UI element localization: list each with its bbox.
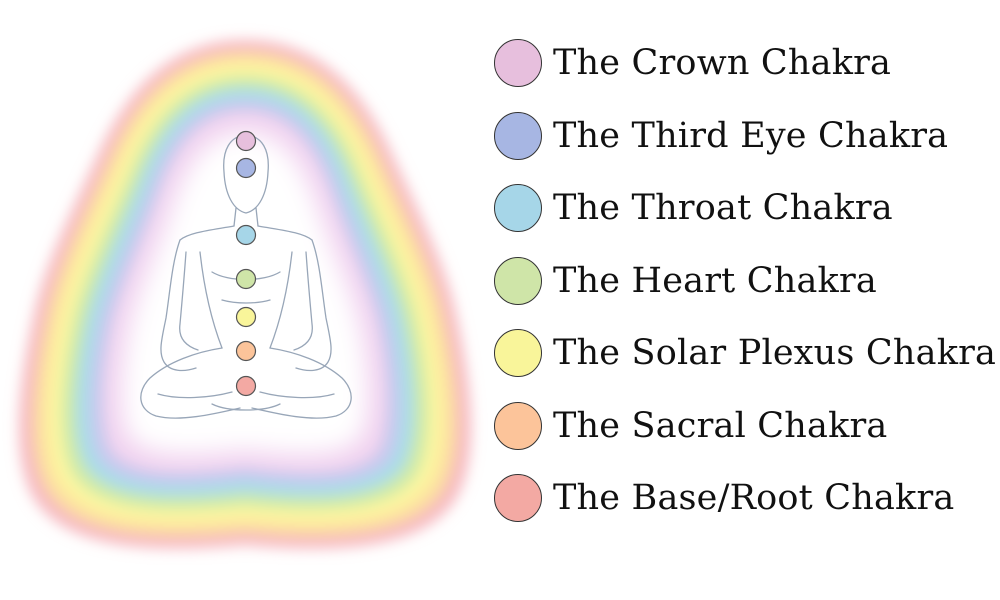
chakra-point-heart: [235, 268, 257, 290]
legend-item-solar-plexus: The Solar Plexus Chakra: [494, 326, 1000, 380]
legend-swatch: [494, 39, 542, 87]
head-outline: [223, 134, 269, 214]
shoulders-outline: [179, 225, 313, 241]
chakra-legend: The Crown Chakra The Third Eye Chakra Th…: [494, 36, 1000, 544]
legend-swatch: [494, 111, 542, 160]
legend-label: The Base/Root Chakra: [553, 478, 955, 518]
neck-outline: [233, 207, 259, 227]
legend-label: The Crown Chakra: [553, 43, 892, 83]
legend-item-throat: The Throat Chakra: [494, 181, 1000, 235]
legend-label: The Solar Plexus Chakra: [553, 333, 997, 373]
legend-swatch: [494, 474, 542, 522]
legend-swatch: [494, 184, 542, 232]
legend-item-base-root: The Base/Root Chakra: [494, 471, 1000, 525]
chakra-point-base-root: [235, 375, 257, 397]
legend-label: The Heart Chakra: [553, 260, 877, 301]
aura-inner-glow: [121, 132, 369, 455]
feet-outline: [211, 403, 281, 411]
chakra-point-third-eye: [235, 157, 257, 179]
aura-figure: [19, 40, 471, 549]
legend-label: The Sacral Chakra: [553, 405, 888, 446]
torso-outline: [199, 251, 293, 349]
legend-item-third-eye: The Third Eye Chakra: [494, 109, 1000, 163]
chakra-points: [235, 130, 257, 397]
legend-item-heart: The Heart Chakra: [494, 254, 1000, 308]
left-arm-outline: [160, 239, 199, 372]
chakra-point-solar-plexus: [235, 306, 257, 328]
right-arm-outline: [293, 239, 332, 372]
chakra-point-throat: [235, 224, 257, 246]
legend-label: The Third Eye Chakra: [553, 115, 949, 156]
legend-swatch: [494, 401, 542, 450]
legend-swatch: [494, 329, 542, 377]
left-leg-outline: [140, 347, 241, 419]
right-leg-outline: [251, 347, 352, 419]
legend-item-crown: The Crown Chakra: [494, 36, 1000, 90]
chakra-point-crown: [235, 130, 257, 152]
chakra-point-sacral: [235, 340, 257, 362]
legend-item-sacral: The Sacral Chakra: [494, 399, 1000, 453]
legend-swatch: [494, 256, 542, 305]
legend-label: The Throat Chakra: [553, 188, 893, 228]
meditating-figure-outline: [140, 134, 352, 419]
